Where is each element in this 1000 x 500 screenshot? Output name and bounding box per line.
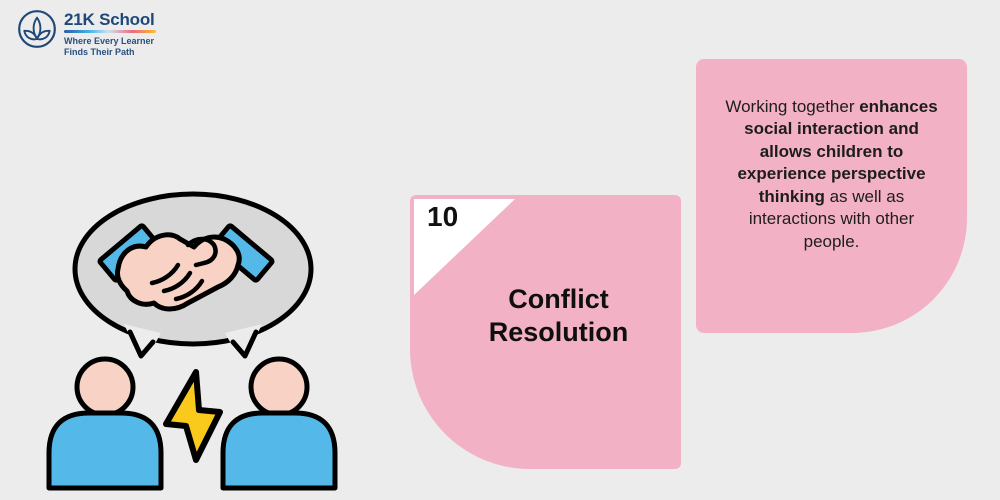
topic-number: 10 [427,201,459,232]
brand-name: 21K School [64,10,155,29]
description-regular-end: as well as interactions with other peopl… [748,186,915,251]
person-right-body [220,410,338,491]
description-bold: enhances social interaction and allows c… [737,97,938,206]
lightning-bolt-icon [163,369,223,463]
description-card: Working together enhances social interac… [696,59,967,333]
handshake-hands [115,232,242,312]
person-left-body [46,410,164,491]
handshake-icon [97,223,275,312]
tagline-line-1: Where Every Learner [64,36,155,46]
description-text: Working together enhances social interac… [722,96,941,253]
logo-text: 21K School Where Every Learner Finds The… [64,9,156,57]
person-right-icon [220,356,338,491]
description-regular-start: Working together [725,97,860,116]
person-right-head [248,356,310,418]
topic-title: Conflict Resolution [488,284,629,348]
topic-card: 10 Conflict Resolution [410,195,681,469]
person-left-icon [46,356,164,491]
brand-gradient-underline [64,30,156,33]
logo: 21K School Where Every Learner Finds The… [17,9,156,57]
brand-tagline: Where Every Learner Finds Their Path [64,36,156,57]
conflict-illustration [46,191,338,491]
tagline-line-2: Finds Their Path [64,46,135,57]
logo-lotus-icon [18,10,56,48]
person-left-head [74,356,136,418]
